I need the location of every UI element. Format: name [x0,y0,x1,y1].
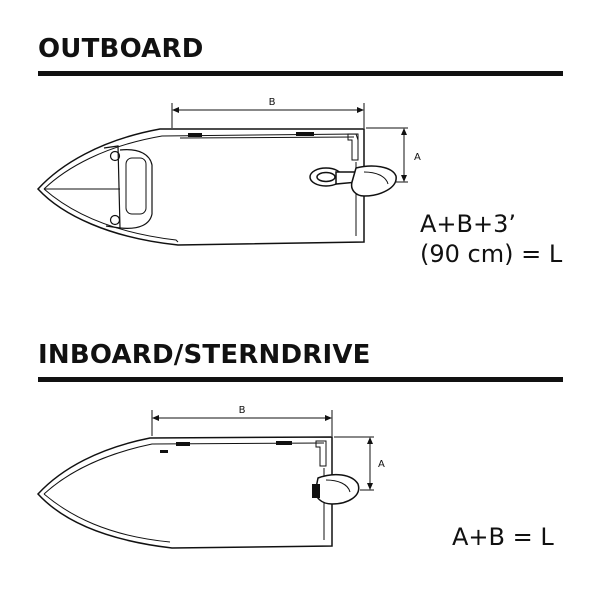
sterndrive-unit [312,473,360,505]
outboard-dim-b-label: B [269,97,276,108]
inboard-boat-diagram: B A [36,405,385,549]
outboard-boat-diagram: B A [36,97,421,246]
outboard-dimension-b: B [171,97,365,128]
outboard-formula-line2: (90 cm) = L [420,240,563,268]
inboard-dim-a-label: A [378,459,385,470]
inboard-heading-rule [38,377,563,382]
inboard-dimension-b: B [151,405,333,436]
inboard-dimension-a: A [334,436,385,491]
outboard-heading: OUTBOARD [38,34,204,64]
outboard-heading-rule [38,71,563,76]
outboard-dim-a-label: A [414,152,421,163]
outboard-dimension-a: A [366,127,421,183]
outboard-formula-line1: A+B+3’ [420,210,516,238]
inboard-dim-b-label: B [239,405,246,416]
inboard-formula: A+B = L [452,523,554,551]
outboard-hull [36,128,365,246]
outboard-motor [309,165,397,197]
inboard-heading: INBOARD/STERNDRIVE [38,340,371,370]
inboard-hull [36,436,333,549]
